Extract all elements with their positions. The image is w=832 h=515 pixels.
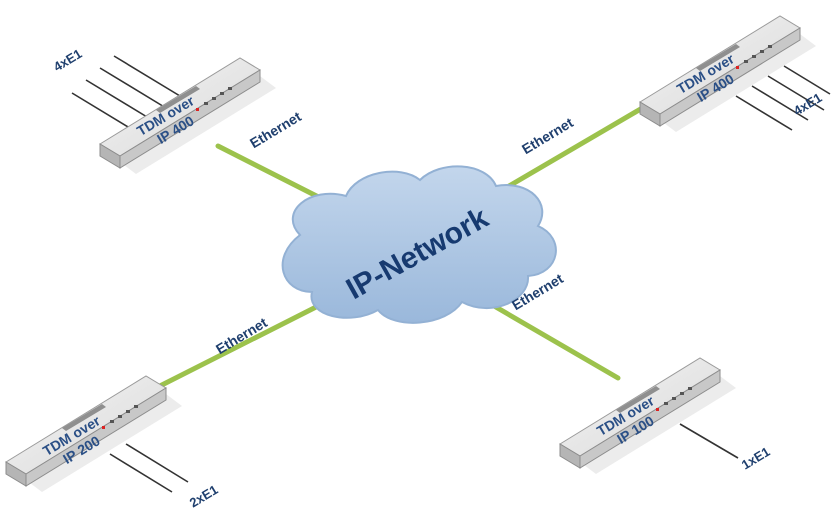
e1-port-label: 4xE1 <box>51 46 85 75</box>
ethernet-link-bottom-left <box>145 301 325 395</box>
e1-lines-bottom-left <box>109 443 189 493</box>
e1-port-label: 1xE1 <box>739 444 773 473</box>
device-top-right: TDM over IP 400 4xE1 <box>639 15 831 132</box>
device-bottom-right: TDM over IP 100 1xE1 <box>559 357 773 474</box>
e1-lines-top-left <box>71 55 181 134</box>
e1-lines-top-right <box>735 65 831 131</box>
ip-network-cloud: IP-Network <box>281 165 557 324</box>
e1-lines-bottom-right <box>679 423 739 459</box>
device-bottom-left: TDM over IP 200 2xE1 <box>5 375 221 511</box>
ethernet-label-top-left: Ethernet <box>247 108 304 151</box>
ethernet-link-top-right <box>489 97 659 199</box>
e1-port-label: 4xE1 <box>791 90 825 119</box>
device-top-left: TDM over IP 400 4xE1 <box>51 46 276 174</box>
e1-port-label: 2xE1 <box>187 482 221 511</box>
